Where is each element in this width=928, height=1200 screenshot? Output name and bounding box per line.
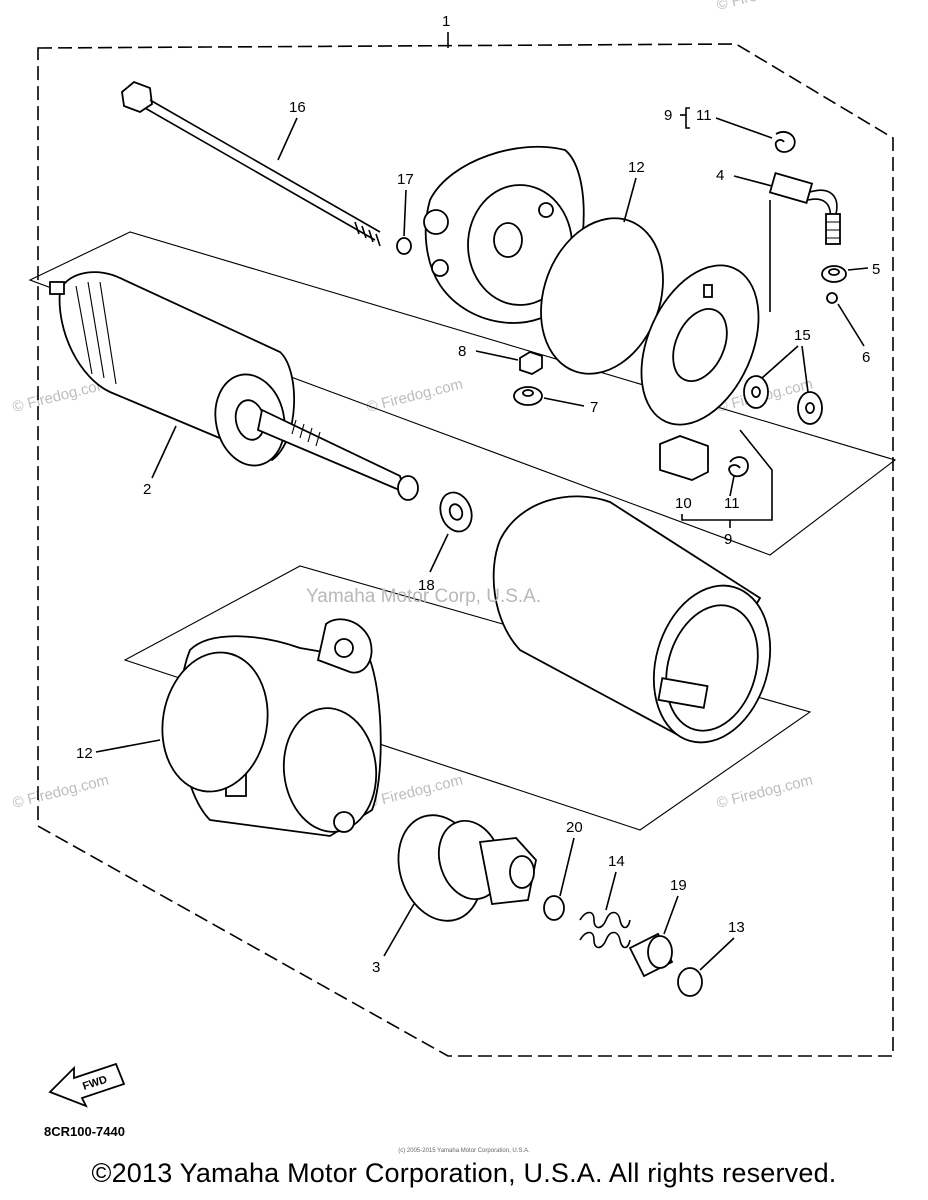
callout-7: 7 [590, 399, 598, 416]
leader-line [383, 903, 415, 957]
callout-17: 15 [794, 327, 811, 344]
leader-line [623, 177, 637, 223]
callout-14: 16 [289, 99, 306, 116]
assembly-plane-lower [123, 565, 812, 831]
brush-plate [640, 264, 760, 426]
o-ring-small [826, 292, 838, 304]
part-code: 8CR100-7440 [44, 1124, 125, 1139]
through-bolt [121, 80, 381, 247]
brush-spring [774, 131, 796, 153]
callout-18: 18 [418, 577, 435, 594]
tiny-copyright: (c) 2005-2015 Yamaha Motor Corporation, … [398, 1148, 530, 1154]
leader-line [715, 117, 773, 139]
leader-line [847, 267, 869, 271]
callout-16: 14 [608, 853, 625, 870]
callout-6: 6 [862, 349, 870, 366]
circlip-20 [543, 895, 565, 921]
watermark: © Firedog.com [715, 0, 815, 14]
bracket-9 [681, 429, 773, 521]
lead-wire [768, 172, 841, 312]
leader-line [277, 117, 298, 161]
circlip-13 [677, 967, 703, 997]
leader-line [151, 425, 177, 479]
bracket [685, 107, 690, 129]
brush-set [659, 435, 749, 481]
callout-10: 10 [675, 495, 692, 512]
center-watermark: Yamaha Motor Corp, U.S.A. [306, 586, 541, 607]
leader-line [729, 475, 735, 497]
callout-11-lower: 11 [724, 495, 740, 512]
leader-line [95, 739, 161, 753]
collar [628, 932, 674, 978]
yoke [492, 495, 772, 744]
callout-1: 1 [442, 13, 450, 30]
fwd-arrow-icon: FWD [48, 1062, 126, 1108]
callout-9-lower: 9 [724, 531, 732, 548]
callout-4: 4 [716, 167, 724, 184]
leader-line [605, 871, 617, 911]
leader-line [559, 837, 575, 897]
callout-2: 2 [143, 481, 151, 498]
watermark: © Firedog.com [11, 772, 111, 812]
callout-8: 8 [458, 343, 466, 360]
leader-line [429, 533, 449, 573]
callout-9-upper: 9 [664, 107, 672, 124]
callout-13: 13 [728, 919, 745, 936]
leader-line [801, 345, 809, 393]
starter-clutch [397, 814, 537, 922]
callout-3: 3 [372, 959, 380, 976]
leader-line [837, 303, 865, 347]
callout-19: 19 [670, 877, 687, 894]
leader-line [543, 397, 585, 407]
rear-cover [423, 145, 585, 324]
copyright-caption: ©2013 Yamaha Motor Corporation, U.S.A. A… [91, 1158, 837, 1188]
gasket-lower [161, 651, 269, 793]
armature [49, 271, 419, 501]
spring [579, 911, 631, 949]
callout-20: 20 [566, 819, 583, 836]
callout-12-lower: 12 [76, 745, 93, 762]
callout-15: 17 [397, 171, 414, 188]
nut [519, 351, 543, 375]
leader-line [733, 175, 773, 187]
watermark: © Firedog.com [715, 772, 815, 812]
callout-5: 5 [872, 261, 880, 278]
o-ring [396, 237, 412, 255]
leader-line [475, 350, 519, 361]
leader-line [403, 189, 407, 237]
callout-12-upper: 12 [628, 159, 645, 176]
leader-line [699, 937, 735, 971]
callout-11-upper: 11 [696, 107, 712, 124]
assembly-plane-upper [28, 231, 897, 556]
leader-line [761, 345, 799, 379]
leader-line [663, 895, 679, 935]
